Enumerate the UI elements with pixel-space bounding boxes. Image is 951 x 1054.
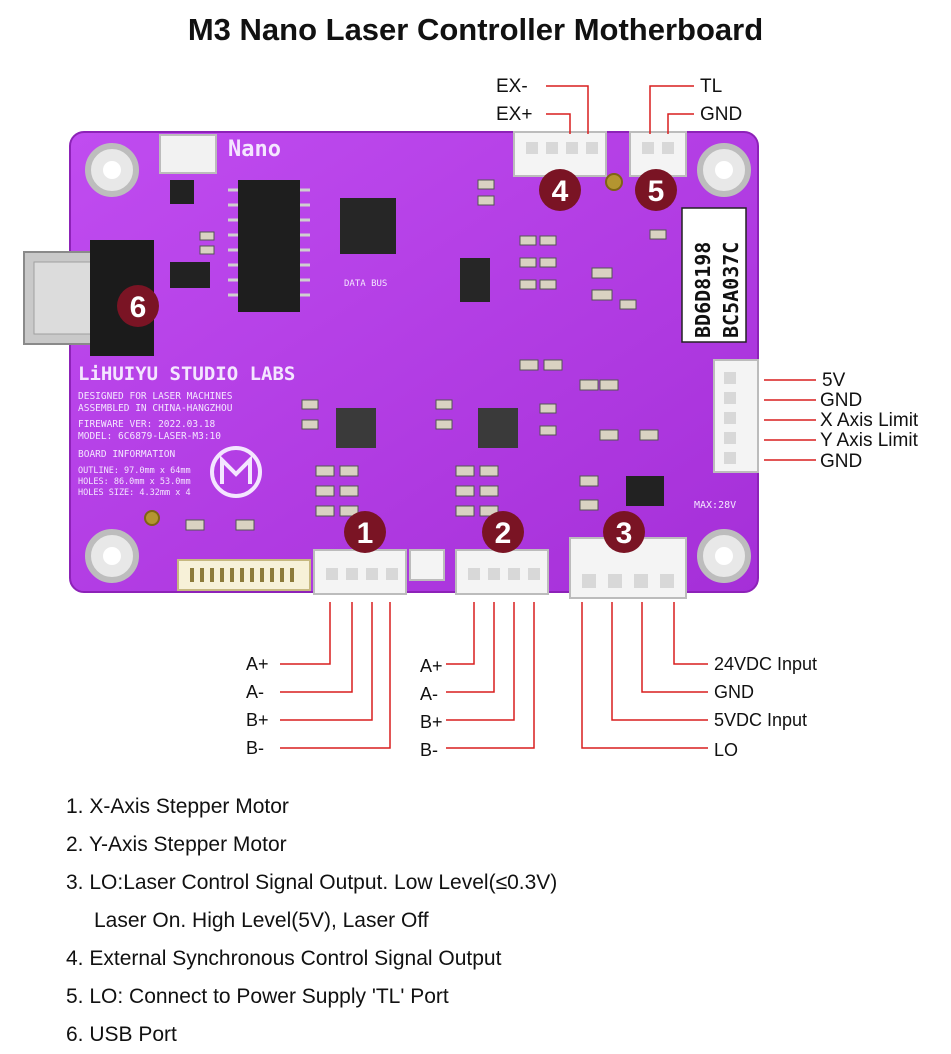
callout-number: 5 [648, 175, 665, 208]
svg-text:B+: B+ [420, 712, 443, 732]
power-pin-labels: 24VDC Input GND 5VDC Input LO [714, 654, 817, 760]
callout-1: 1 [344, 511, 386, 553]
svg-text:OUTLINE: 97.0mm x 64mm: OUTLINE: 97.0mm x 64mm [78, 466, 191, 476]
pin-label-ex-plus: EX+ [496, 104, 532, 125]
svg-text:FIREWARE VER: 2022.03.18: FIREWARE VER: 2022.03.18 [78, 419, 216, 430]
note-item: 5. LO: Connect to Power Supply 'TL' Port [66, 985, 449, 1008]
max-voltage-silk: MAX:28V [694, 500, 736, 511]
callout-number: 2 [495, 517, 512, 550]
callout-2: 2 [482, 511, 524, 553]
callout-number: 1 [357, 517, 374, 550]
callout-5: 5 [635, 169, 677, 211]
brand-silk: Nano [228, 137, 281, 162]
pin-label-limit-gnd2: GND [820, 451, 862, 472]
note-item: 2. Y-Axis Stepper Motor [66, 833, 287, 856]
mounting-holes [85, 143, 751, 583]
x-motor-pin-labels: A+ A- B+ B- [246, 654, 269, 758]
y-motor-pin-labels: A+ A- B+ B- [420, 656, 443, 760]
pin-label-limit-gnd1: GND [820, 390, 862, 411]
callout-circle [482, 511, 524, 553]
y-motor-connector [455, 549, 549, 595]
notes-list: 1. X-Axis Stepper Motor 2. Y-Axis Steppe… [66, 788, 906, 1054]
callout-4: 4 [539, 169, 581, 211]
connector-top-left [159, 134, 217, 174]
svg-text:A+: A+ [246, 654, 269, 674]
callout-circle [344, 511, 386, 553]
silk-info-block: DESIGNED FOR LASER MACHINES ASSEMBLED IN… [78, 391, 233, 498]
serial-sticker: BD6D8198 BC5A037C [681, 207, 747, 343]
pin-label-tl-gnd: GND [700, 104, 742, 125]
svg-text:B-: B- [246, 738, 264, 758]
pin-label-ex-minus: EX- [496, 76, 528, 97]
svg-text:HOLES SIZE: 4.32mm x 4: HOLES SIZE: 4.32mm x 4 [78, 488, 191, 498]
limit-pin-labels: 5V GND X Axis Limit Y Axis Limit GND [820, 370, 919, 472]
ic-small [460, 258, 490, 302]
callout-number: 3 [616, 517, 633, 550]
callout-6: 6 [117, 285, 159, 327]
maker-silk: LiHUIYU STUDIO LABS [78, 363, 295, 385]
svg-text:GND: GND [714, 682, 754, 702]
svg-text:BC5A037C: BC5A037C [719, 242, 743, 338]
note-text: Laser On. High Level(5V), Laser Off [94, 909, 429, 932]
usb-port [23, 240, 154, 356]
ic-mcu [340, 198, 396, 254]
limit-connector [713, 359, 759, 473]
svg-text:BOARD INFORMATION: BOARD INFORMATION [78, 449, 176, 460]
callout-number: 4 [552, 175, 569, 208]
tl-pin-labels: TL GND [700, 76, 742, 125]
ic-large [238, 180, 300, 312]
svg-text:ASSEMBLED IN CHINA-HANGZHOU: ASSEMBLED IN CHINA-HANGZHOU [78, 403, 233, 414]
svg-text:BD6D8198: BD6D8198 [691, 242, 715, 338]
callout-circle [635, 169, 677, 211]
svg-text:B+: B+ [246, 710, 269, 730]
driver-x [336, 408, 376, 448]
tl-connector [629, 131, 687, 177]
pin-label-y-limit: Y Axis Limit [820, 430, 919, 451]
data-bus-label: DATA BUS [344, 279, 387, 289]
ex-pin-labels: EX- EX+ [496, 76, 532, 125]
note-item: 6. USB Port [66, 1023, 177, 1046]
svg-text:24VDC Input: 24VDC Input [714, 654, 817, 674]
note-text: 3. LO:Laser Control Signal Output. Low L… [66, 871, 558, 894]
callout-3: 3 [603, 511, 645, 553]
pin-label-tl: TL [700, 76, 722, 97]
note-item: 1. X-Axis Stepper Motor [66, 795, 289, 818]
callout-circle [603, 511, 645, 553]
callout-circle [117, 285, 159, 327]
callout-circle [539, 169, 581, 211]
svg-text:HOLES: 86.0mm x 53.0mm: HOLES: 86.0mm x 53.0mm [78, 477, 191, 487]
page-title: M3 Nano Laser Controller Motherboard [187, 12, 764, 47]
pin-label-x-limit: X Axis Limit [820, 410, 919, 431]
svg-text:LO: LO [714, 740, 738, 760]
leader-lines [280, 85, 816, 749]
svg-text:A+: A+ [420, 656, 443, 676]
svg-text:B-: B- [420, 740, 438, 760]
svg-text:5VDC Input: 5VDC Input [714, 710, 807, 730]
note-item: 4. External Synchronous Control Signal O… [66, 947, 502, 970]
pin-label-5v: 5V [822, 370, 846, 391]
note-item: 3. LO:Laser Control Signal Output. Low L… [66, 864, 906, 902]
svg-text:A-: A- [246, 682, 264, 702]
callout-number: 6 [130, 291, 147, 324]
svg-text:MODEL: 6C6879-LASER-M3:10: MODEL: 6C6879-LASER-M3:10 [78, 431, 221, 442]
svg-text:DESIGNED FOR LASER MACHINES: DESIGNED FOR LASER MACHINES [78, 391, 233, 402]
x-motor-connector [313, 549, 407, 595]
m-logo [210, 446, 262, 498]
driver-y [478, 408, 518, 448]
svg-text:A-: A- [420, 684, 438, 704]
note-item-continued: Laser On. High Level(5V), Laser Off [66, 902, 906, 940]
